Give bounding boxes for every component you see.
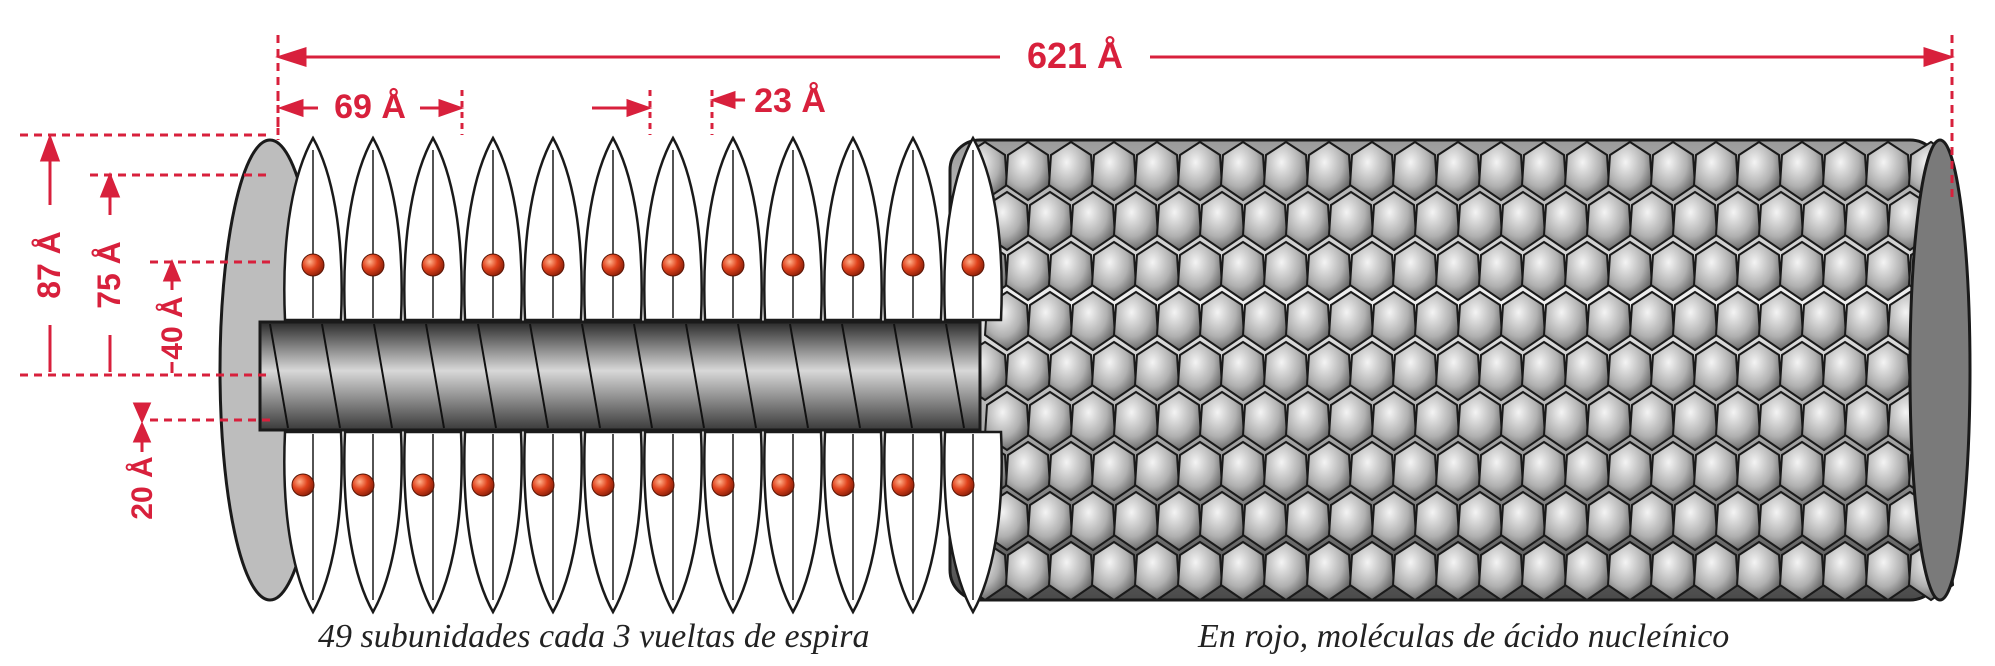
protein-subunit-scales [963, 142, 1953, 600]
outer-diameter-label: 87 Å [31, 231, 67, 299]
rna-bead [362, 254, 384, 276]
rna-bead [592, 474, 614, 496]
upper-subunit-row [284, 138, 1001, 320]
rna-bead [722, 254, 744, 276]
subunit-spacing-label: 23 Å [754, 82, 826, 120]
rna-bead [902, 254, 924, 276]
rna-bead [962, 254, 984, 276]
inner-radius-label: 20 Å [126, 456, 159, 519]
rna-bead [412, 474, 434, 496]
rna-bead [292, 474, 314, 496]
rna-bead [542, 254, 564, 276]
rna-bead [772, 474, 794, 496]
core-diameter-label: 40 Å [156, 296, 189, 359]
total-length-label: 621 Å [1027, 35, 1123, 76]
helical-capsid-surface [950, 140, 1970, 600]
caption-subunits: 49 subunidades cada 3 vueltas de espira [318, 618, 870, 656]
rna-bead [842, 254, 864, 276]
rna-bead [352, 474, 374, 496]
rna-bead [952, 474, 974, 496]
rna-bead [472, 474, 494, 496]
rna-diameter-label: 75 Å [91, 241, 127, 309]
lower-subunit-row [284, 432, 1001, 612]
rna-bead [302, 254, 324, 276]
rna-bead [482, 254, 504, 276]
cutaway-section [220, 138, 1002, 612]
rna-bead [832, 474, 854, 496]
pitch-label: 69 Å [334, 88, 406, 126]
caption-nucleic-acid: En rojo, moléculas de ácido nucleínico [1198, 618, 1729, 656]
central-channel-core [260, 322, 980, 430]
rna-bead [652, 474, 674, 496]
rna-bead [532, 474, 554, 496]
rna-bead [602, 254, 624, 276]
rna-bead [892, 474, 914, 496]
rna-bead [712, 474, 734, 496]
rna-bead [662, 254, 684, 276]
rna-bead [782, 254, 804, 276]
rna-bead [422, 254, 444, 276]
